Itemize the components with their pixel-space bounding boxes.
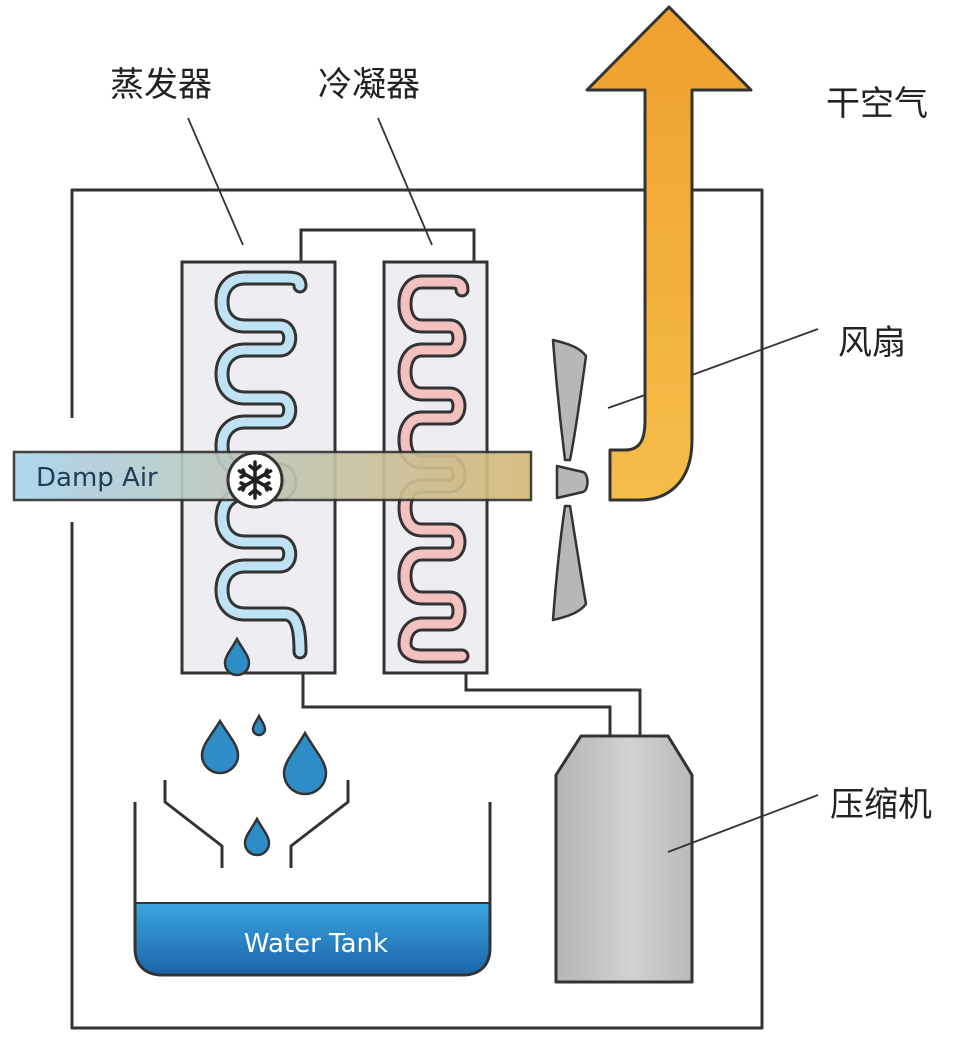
dry-air-label: 干空气	[826, 84, 928, 124]
water-drop-icon	[251, 713, 267, 737]
condenser-label: 冷凝器	[318, 65, 420, 105]
fan-label: 风扇	[838, 323, 906, 363]
water-tank-label: Water Tank	[244, 929, 388, 959]
water-drop-icon	[282, 730, 328, 796]
compressor	[554, 734, 694, 984]
funnel	[163, 780, 350, 868]
water-drop-icon	[200, 718, 240, 775]
water-drop-icon	[223, 636, 251, 677]
snowflake-icon	[226, 451, 284, 509]
housing	[70, 188, 764, 1030]
evaporator-label: 蒸发器	[110, 65, 212, 105]
fan	[551, 338, 589, 622]
water-drop-icon	[243, 816, 271, 857]
refrigerant-pipes	[299, 228, 642, 736]
water-tank: Water Tank	[133, 802, 492, 977]
damp-air-label: Damp Air	[36, 463, 158, 493]
leader-lines	[187, 117, 819, 853]
water-drops	[200, 636, 328, 857]
dry-air-arrow	[585, 5, 753, 502]
compressor-label: 压缩机	[830, 785, 932, 825]
